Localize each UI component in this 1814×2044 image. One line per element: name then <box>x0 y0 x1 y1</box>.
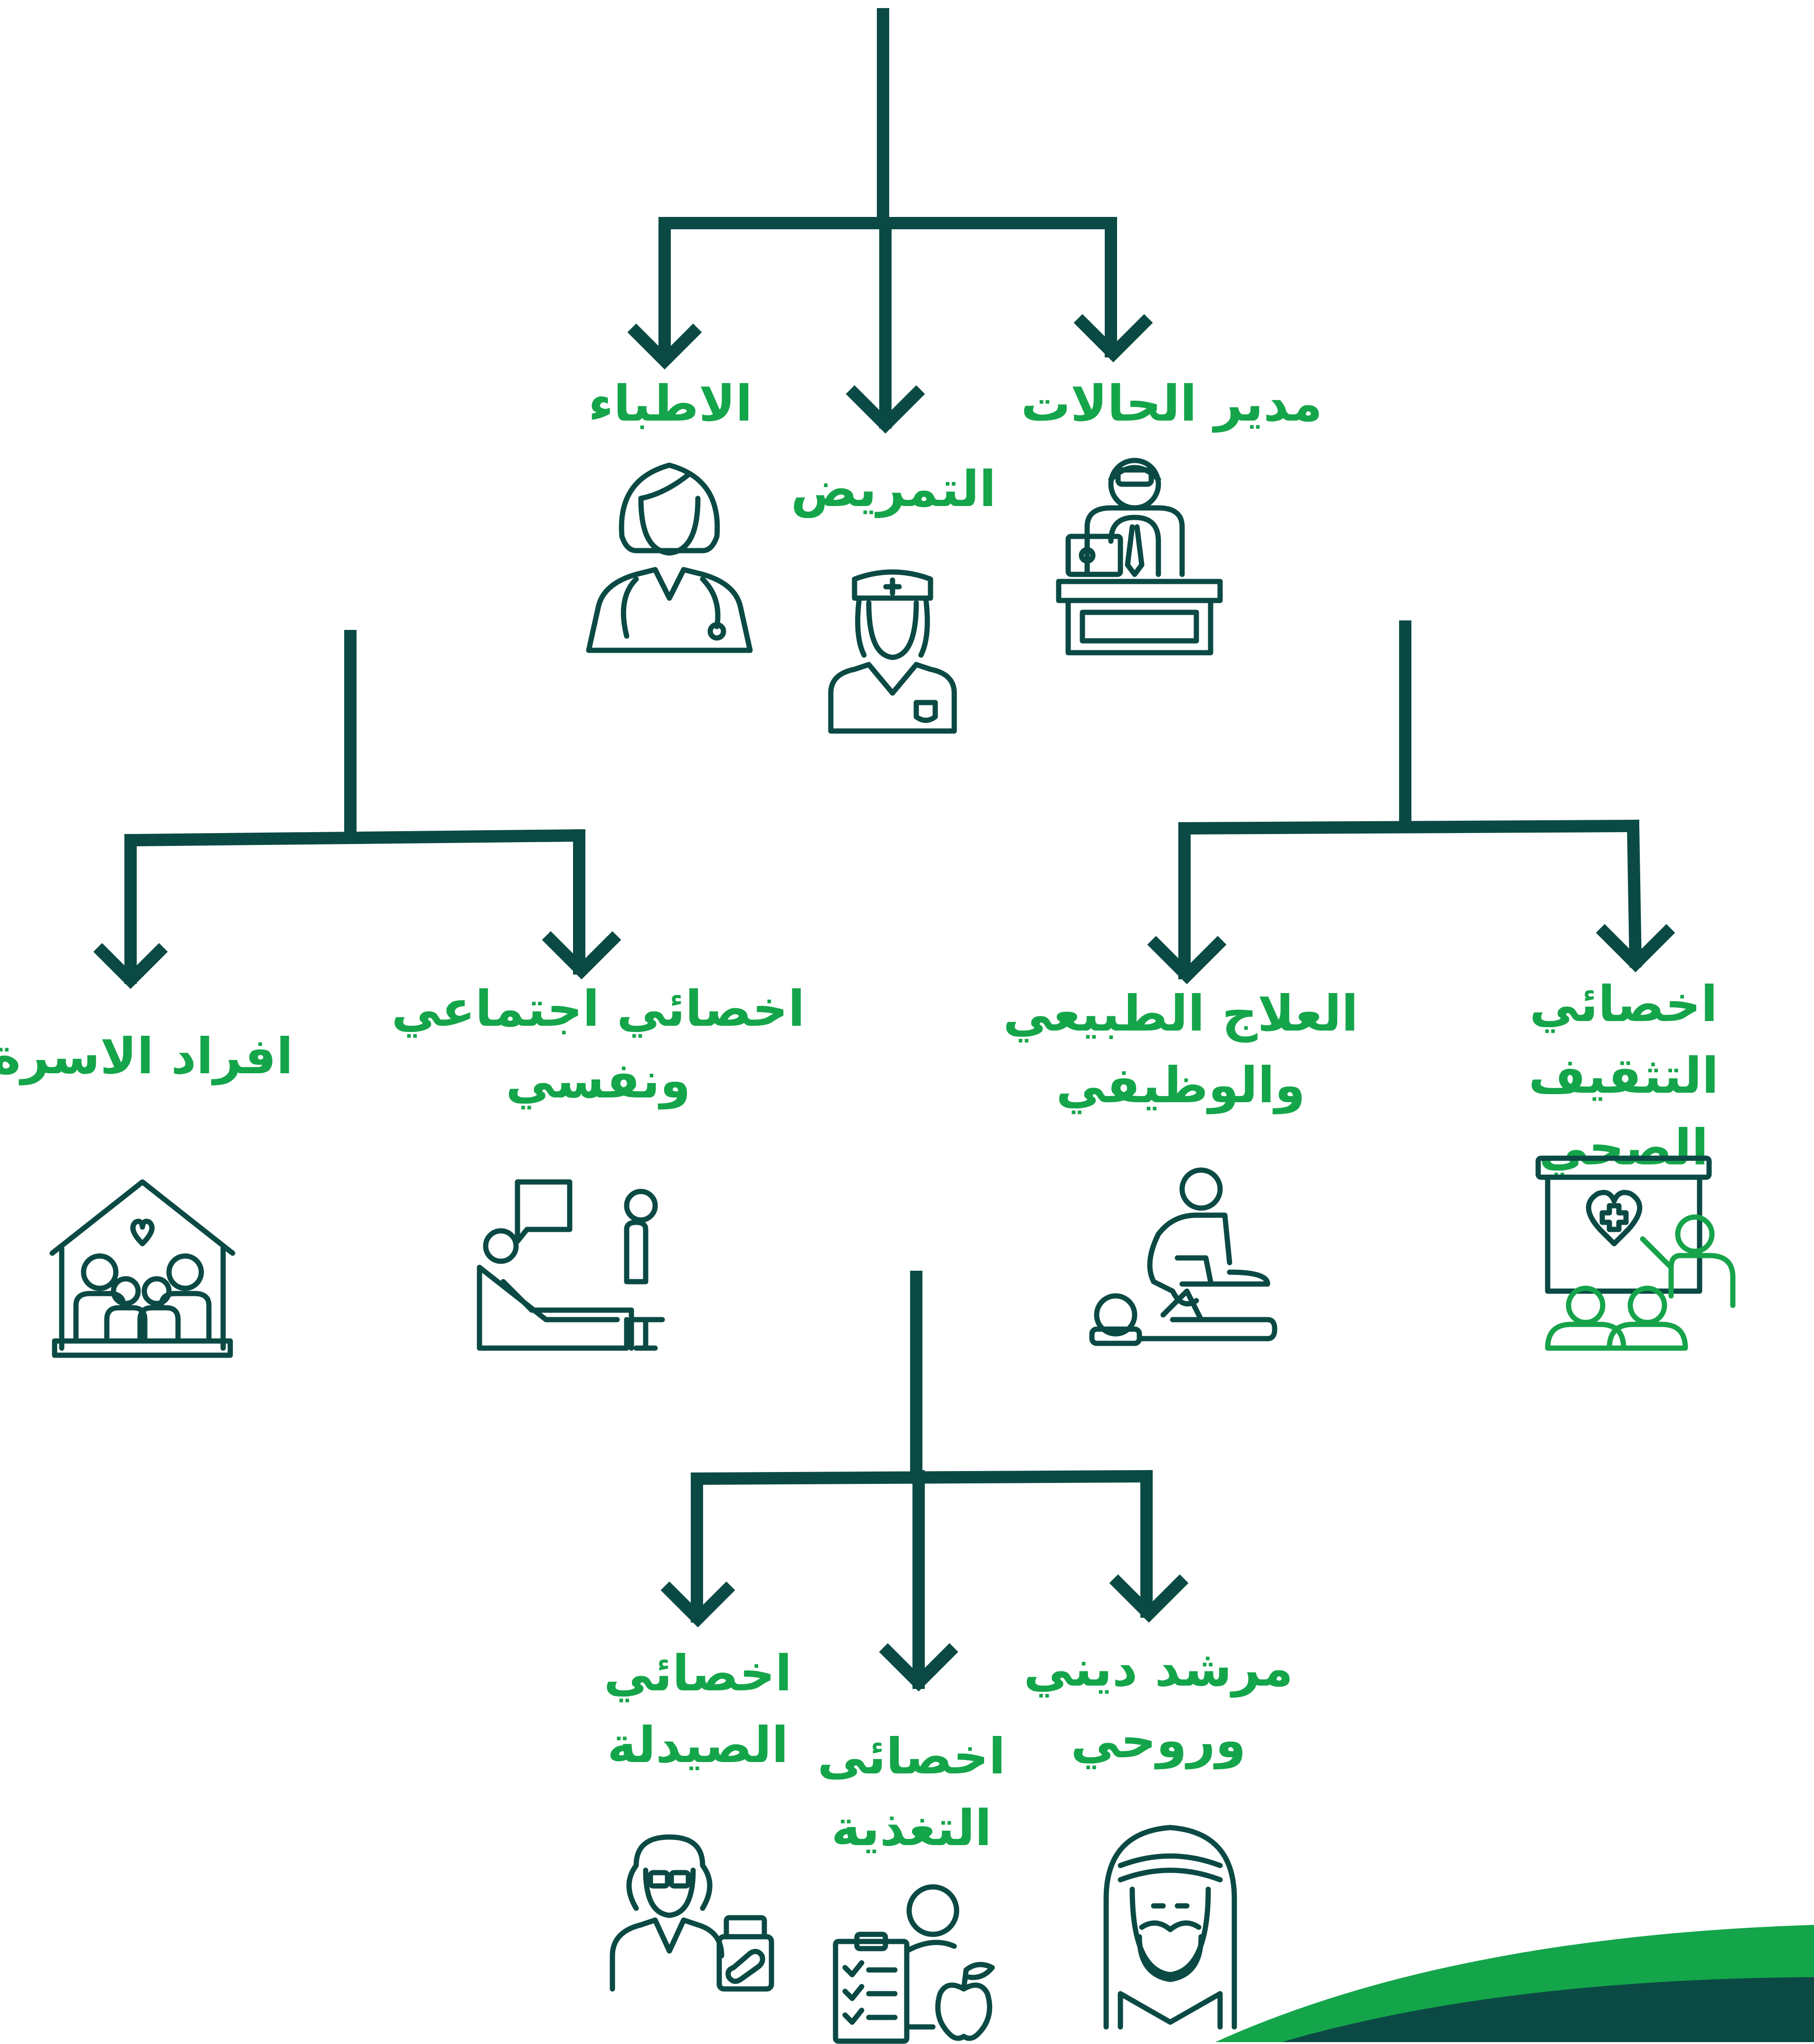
family-label: افراد الاسرة <box>0 1027 293 1085</box>
physiotherapy-icon <box>1087 1167 1278 1348</box>
religious-label: مرشد ديني وروحي <box>1024 1640 1293 1769</box>
doctors-label: الاطباء <box>588 375 752 432</box>
pharmacy-label: اخصائي الصيدلة <box>603 1644 792 1774</box>
nurse-icon <box>826 569 959 734</box>
religious-guide-icon <box>1092 1823 1249 2032</box>
left-connector <box>93 630 621 989</box>
wave-dark <box>1282 1977 1814 2042</box>
nursing-label: التمريض <box>790 460 996 518</box>
bottom-connector <box>660 1271 1189 1692</box>
case-manager-icon <box>1054 456 1225 656</box>
health-education-icon <box>1533 1153 1738 1351</box>
pharmacist-icon <box>608 1832 779 1994</box>
nutrition-icon <box>831 1884 1006 2044</box>
social-psych-label: اخصائي اجتماعي ونفسي <box>391 980 805 1109</box>
health-educator-label: اخصائي التثقيف الصحي <box>1528 975 1719 1176</box>
nutrition-label: اخصائى التغذية <box>817 1727 1006 1857</box>
top-connector <box>627 8 1153 434</box>
family-home-icon <box>47 1177 237 1358</box>
doctor-icon <box>584 456 755 655</box>
case-manager-label: مدير الحالات <box>1021 375 1323 432</box>
right-connector <box>1147 620 1675 984</box>
physiotherapy-label: العلاج الطبيعي والوظيفي <box>1003 984 1359 1114</box>
counseling-icon <box>475 1177 665 1353</box>
